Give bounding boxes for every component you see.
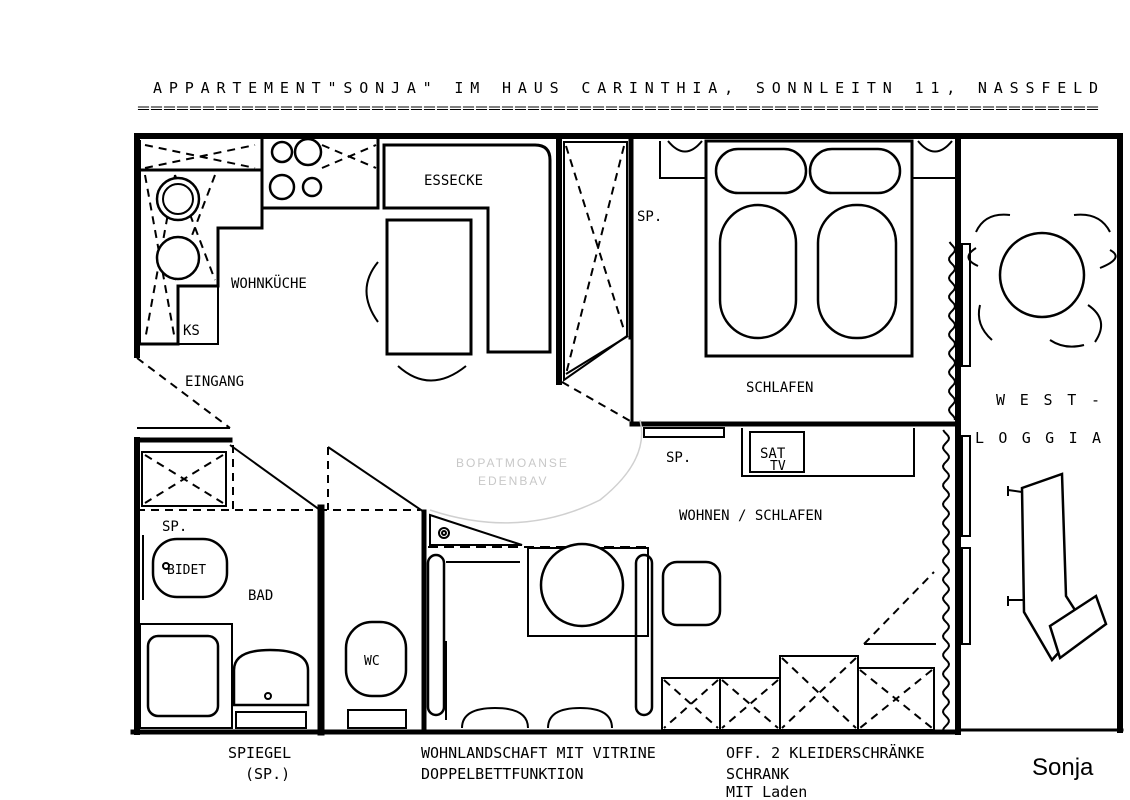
legend-wohnlandschaft-2: DOPPELBETTFUNKTION [421, 765, 584, 783]
bidet-label: BIDET [167, 563, 206, 578]
curtain-upper [947, 241, 957, 421]
room-label-bad: BAD [248, 588, 273, 604]
room-label-sp-living: SP. [666, 450, 691, 466]
room-label-west: WEST- [996, 391, 1100, 409]
faint-stamp-line1: BOPATMOANSE [456, 456, 569, 470]
tv-label-tv: TV [770, 459, 786, 474]
window-frames [961, 243, 971, 645]
bath-cabinet [141, 451, 227, 507]
armchair [661, 560, 722, 627]
dining-chair-bottom [397, 365, 467, 382]
washbasin [232, 648, 310, 729]
dining-chair-left [365, 261, 379, 323]
room-label-wohnkueche: WOHNKÜCHE [231, 274, 307, 292]
room-label-essecke: ESSECKE [424, 173, 483, 189]
sofa-landscape [426, 513, 654, 729]
room-label-loggia: LOGGIA [975, 429, 1101, 447]
room-label-wc: WC [364, 654, 380, 669]
room-label-eingang: EINGANG [185, 374, 244, 390]
tv-cabinet [741, 428, 915, 477]
room-label-sp-bath: SP. [162, 519, 187, 535]
toilet-wc [344, 620, 408, 729]
double-bed [704, 139, 914, 358]
legend-schrank-3: MIT Laden [726, 783, 807, 800]
wardrobes-bottom [661, 571, 936, 731]
bidet [151, 537, 229, 599]
legend-wohnlandschaft-1: WOHNLANDSCHAFT MIT VITRINE [421, 744, 656, 762]
interior-walls [134, 133, 961, 736]
room-label-wohnen-schlafen: WOHNEN / SCHLAFEN [679, 508, 822, 524]
dining-table [385, 218, 473, 356]
signature-sonja: Sonja [1032, 754, 1094, 781]
pencil-arc [429, 419, 643, 524]
legend-schrank-2: SCHRANK [726, 765, 789, 783]
bidet-drain-icon [162, 562, 170, 570]
title-underline: ========================================… [137, 101, 1099, 115]
stove-icon [268, 137, 323, 201]
room-label-ks: KS [183, 323, 200, 339]
faint-stamp-line2: EDENBAV [478, 474, 548, 488]
bathtub [139, 623, 233, 729]
plan-title: APPARTEMENT"SONJA" IM HAUS CARINTHIA, SO… [153, 79, 1098, 97]
sunlounger [1007, 472, 1108, 663]
loggia-table-set [967, 213, 1117, 348]
legend-spiegel-1: SPIEGEL [228, 744, 291, 762]
curtain-lower [941, 429, 951, 731]
room-label-sp-bedroom: SP. [637, 209, 662, 225]
room-label-schlafen: SCHLAFEN [746, 380, 813, 396]
essecke-bench [382, 143, 552, 354]
nightstands [659, 140, 958, 179]
living-sp-mirror [643, 427, 725, 438]
legend-schrank-1: OFF. 2 KLEIDERSCHRÄNKE [726, 743, 925, 762]
tv-label-sat: SAT [760, 446, 786, 462]
coffee-vase-icon [438, 527, 450, 539]
wardrobe-closet [563, 141, 629, 382]
legend-spiegel-2: (SP.) [245, 765, 290, 783]
kitchen-sink-icon [155, 176, 201, 281]
